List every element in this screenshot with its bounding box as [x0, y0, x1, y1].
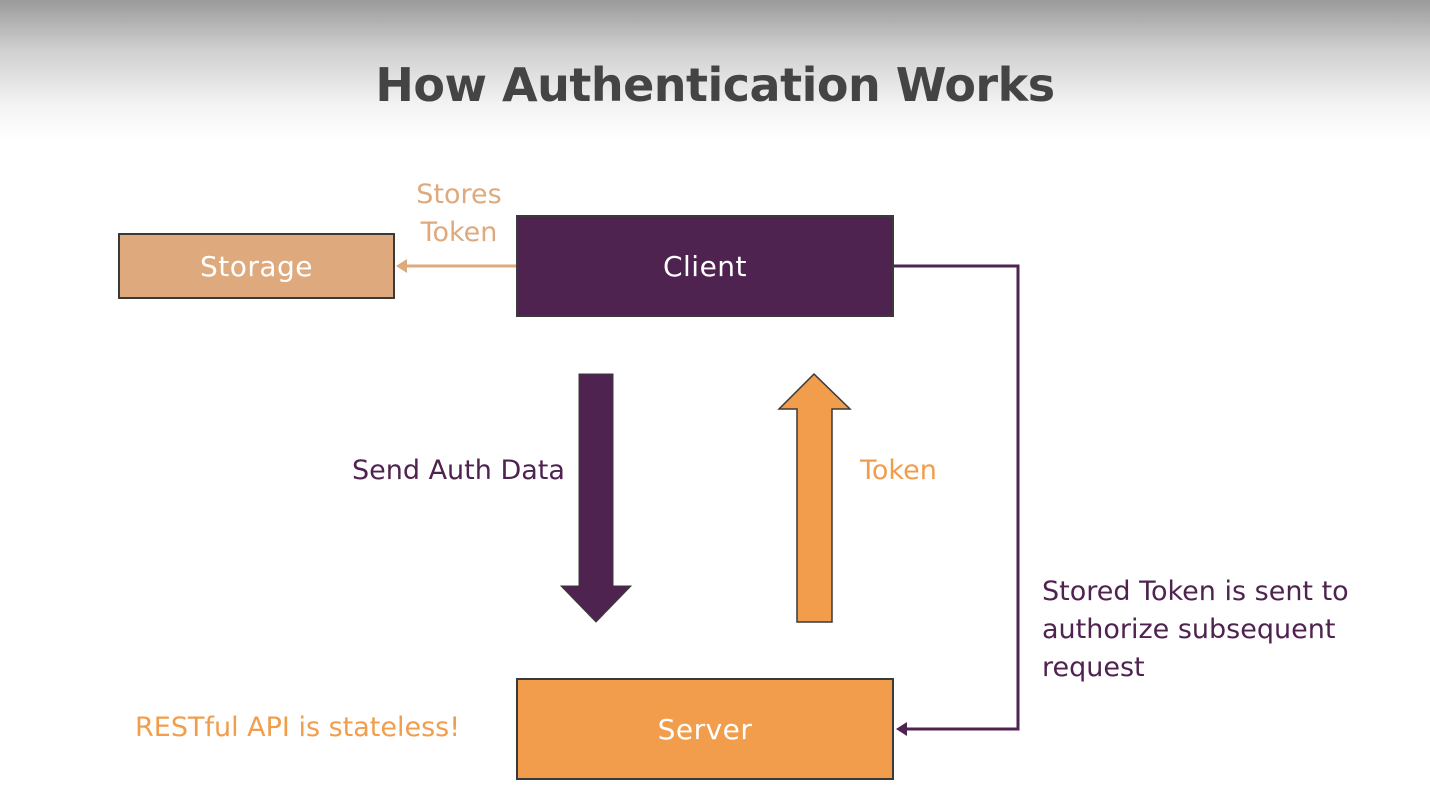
token-label: Token: [860, 455, 937, 486]
page-title: How Authentication Works: [375, 58, 1055, 112]
send-auth-data-label: Send Auth Data: [352, 455, 565, 486]
stored-token-connector: [894, 264, 1020, 731]
storage-node: Storage: [118, 233, 395, 299]
client-label: Client: [662, 249, 748, 283]
stores-token-arrow-head: [396, 259, 407, 273]
header-band: [0, 0, 1430, 140]
token-arrow: [777, 372, 852, 623]
server-label: Server: [657, 712, 753, 746]
client-node: Client: [516, 215, 894, 317]
restful-note: RESTful API is stateless!: [135, 712, 461, 743]
server-node: Server: [516, 678, 894, 780]
stored-token-connector-head: [896, 722, 907, 736]
stored-token-label: Stored Token is sent to authorize subseq…: [1042, 576, 1349, 683]
send-auth-data-arrow: [559, 373, 633, 623]
storage-label: Storage: [199, 249, 314, 283]
